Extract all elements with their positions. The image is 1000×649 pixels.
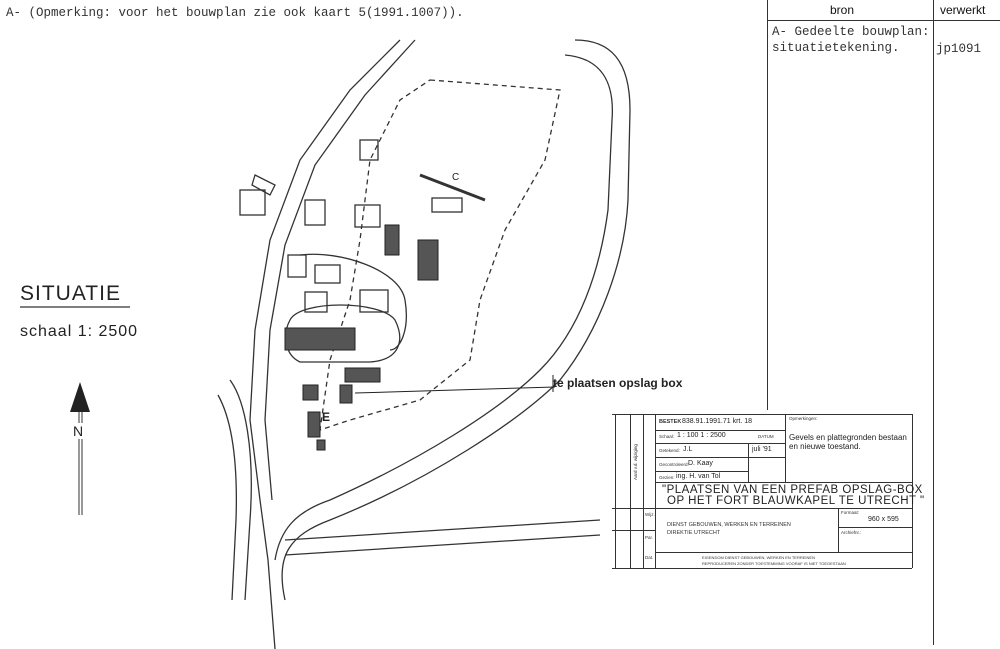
road bbox=[249, 39, 401, 649]
side-row: Wijz. bbox=[645, 512, 655, 517]
north-label: N bbox=[72, 423, 85, 439]
road bbox=[284, 534, 601, 556]
building bbox=[354, 204, 381, 228]
datum-value: juli '91 bbox=[752, 446, 772, 453]
source-line-1: A- Gedeelte bouwplan: bbox=[772, 25, 930, 39]
drawing-scale: schaal 1: 2500 bbox=[20, 323, 139, 340]
building-hatched bbox=[344, 367, 381, 383]
building-hatched bbox=[316, 439, 326, 451]
table-header-rule bbox=[767, 20, 1000, 21]
building bbox=[431, 197, 463, 213]
header-processed: verwerkt bbox=[940, 3, 986, 17]
side-row: Dat. bbox=[645, 555, 654, 560]
building bbox=[304, 199, 326, 226]
building-hatched bbox=[417, 239, 439, 281]
source-line-2: situatietekening. bbox=[772, 41, 900, 55]
building-hatched bbox=[384, 224, 400, 256]
moat-outer bbox=[281, 39, 631, 601]
opslag-box bbox=[339, 384, 353, 404]
road bbox=[264, 39, 416, 501]
callout-leader bbox=[354, 386, 556, 394]
callout-label: te plaatsen opslag box bbox=[553, 376, 683, 390]
building bbox=[304, 291, 328, 313]
building bbox=[314, 264, 341, 284]
formaat-value: 960 x 595 bbox=[868, 516, 899, 523]
getekend-label: Getekend: bbox=[659, 448, 680, 453]
schaal-label: Schaal: bbox=[659, 434, 675, 439]
table-divider bbox=[767, 0, 768, 410]
header-source: bron bbox=[830, 3, 855, 17]
drawing-title: SITUATIE bbox=[20, 282, 121, 305]
building bbox=[251, 174, 276, 196]
schaal-value: 1 : 100 1 : 2500 bbox=[677, 432, 726, 439]
gezien-label: Gezien: bbox=[659, 475, 675, 480]
opmerkingen-label: Opmerkingen: bbox=[789, 416, 818, 421]
building bbox=[287, 254, 307, 278]
moat-inner bbox=[274, 54, 614, 561]
side-label: Aard v.d. wijziging bbox=[633, 444, 638, 480]
bestek-value: 838.91.1991.71 krt. 18 bbox=[682, 418, 753, 425]
gecontroleerd-value: D. Kaay bbox=[688, 460, 713, 467]
building-hatched bbox=[284, 327, 356, 351]
opmerkingen-value: Gevels en plattegronden bestaan en nieuw… bbox=[789, 433, 907, 451]
road bbox=[229, 379, 252, 601]
building-hatched bbox=[302, 384, 319, 401]
note-remark: A- (Opmerking: voor het bouwplan zie ook… bbox=[6, 6, 464, 20]
side-row: Par. bbox=[645, 535, 654, 540]
department-line-2: DIREKTIE UTRECHT bbox=[667, 530, 721, 536]
building bbox=[239, 189, 266, 216]
project-title-1: "PLAATSEN VAN EEN PREFAB OPSLAG-BOX bbox=[662, 484, 923, 496]
bestek-label: BESTEK bbox=[659, 419, 682, 425]
wall-c bbox=[419, 173, 486, 202]
processed-value: jp1091 bbox=[936, 42, 982, 56]
department-line-1: DIENST GEBOUWEN, WERKEN EN TERREINEN bbox=[667, 522, 791, 528]
archief-label: Archiefnr.: bbox=[841, 530, 862, 535]
getekend-value: J.L bbox=[683, 446, 693, 453]
building-hatched bbox=[307, 411, 321, 438]
gezien-value: ing. H. van Tol bbox=[676, 473, 721, 480]
footer-line-1: EIGENDOM DIENST GEBOUWEN, WERKEN EN TERR… bbox=[702, 555, 815, 560]
formaat-label: Formaat: bbox=[841, 510, 860, 515]
gecontroleerd-label: Gecontroleerd: bbox=[659, 462, 689, 467]
north-arrow-icon bbox=[70, 382, 90, 515]
fort-boundary bbox=[319, 79, 561, 431]
map-label-c: C bbox=[452, 172, 460, 183]
inner-road bbox=[299, 253, 407, 351]
project-title-2: OP HET FORT BLAUWKAPEL TE UTRECHT " bbox=[667, 495, 925, 507]
building bbox=[359, 289, 389, 313]
road bbox=[284, 519, 601, 541]
datum-label: DATUM bbox=[758, 434, 774, 439]
building bbox=[359, 139, 379, 161]
table-divider bbox=[933, 0, 934, 645]
road bbox=[217, 394, 237, 601]
footer-line-2: REPRODUCEREN ZONDER TOESTEMMING VOORAF I… bbox=[702, 561, 846, 566]
map-label-e: E bbox=[322, 410, 331, 424]
